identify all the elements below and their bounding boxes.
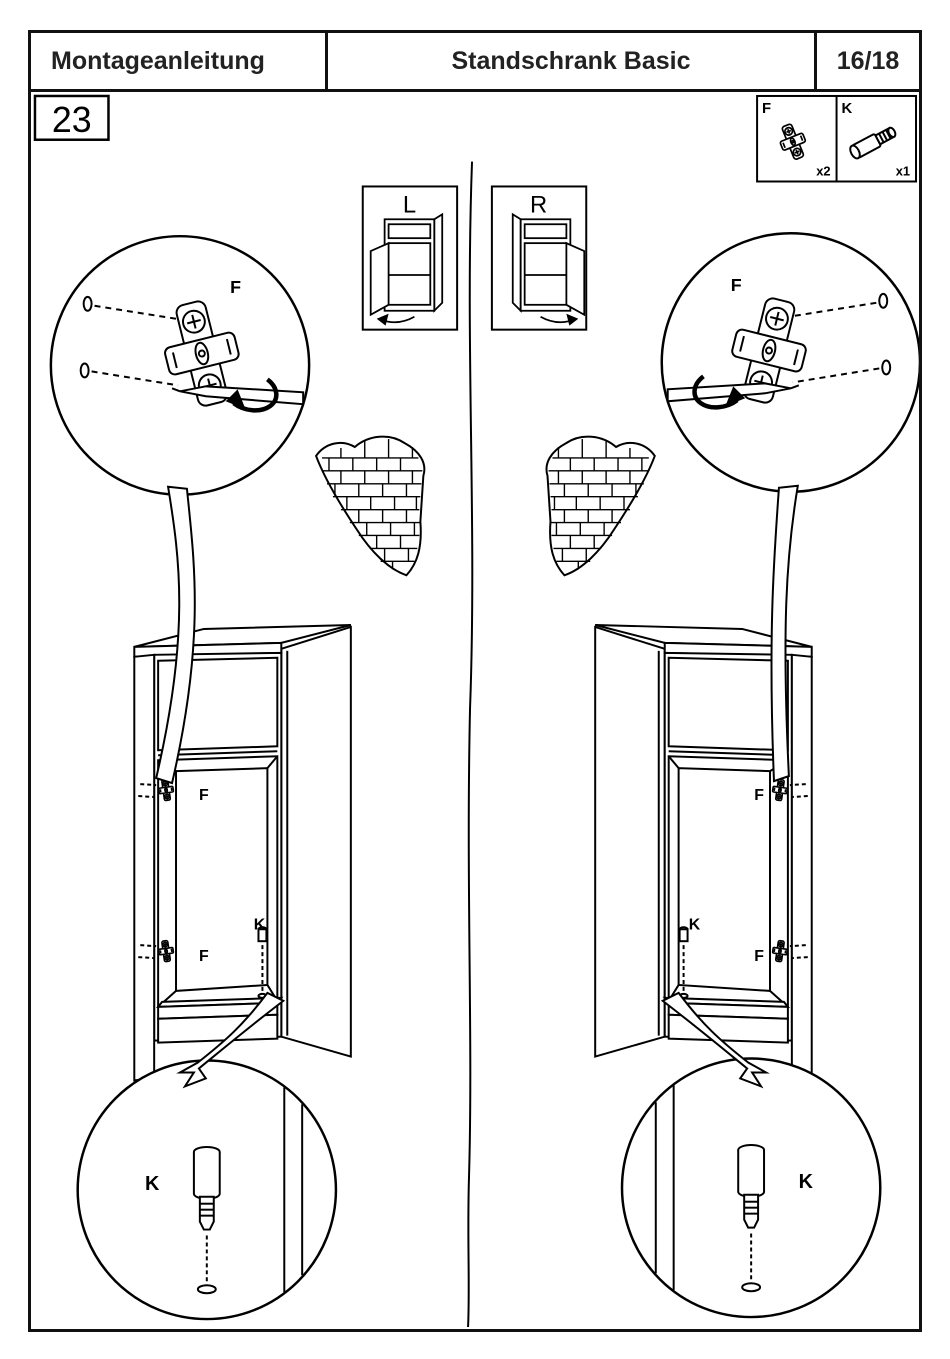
callout-band-top-left <box>154 485 196 785</box>
part-f-qty: x2 <box>816 164 830 179</box>
label-f-hinge-bottom-right: F <box>754 948 764 965</box>
callout-ribbon-bottom-right <box>660 991 770 1089</box>
label-k-detail-right: K <box>799 1171 814 1193</box>
label-f-detail-right: F <box>731 275 742 295</box>
callout-band-top-right <box>770 484 800 783</box>
header: Montageanleitung Standschrank Basic 16/1… <box>31 33 919 92</box>
parts-legend: F x2 K x1 <box>756 94 918 183</box>
page-indicator: 16/18 <box>836 46 900 75</box>
part-k-qty: x1 <box>896 164 910 179</box>
pin-detail-circle-left <box>76 1059 338 1321</box>
center-divider-line <box>467 161 474 1328</box>
variant-right-label: R <box>530 191 547 218</box>
label-f-hinge-top-left: F <box>199 787 209 804</box>
label-k-pin-right: K <box>689 916 701 933</box>
variant-left-label: L <box>403 191 416 218</box>
doc-title: Montageanleitung <box>51 46 265 75</box>
pin-detail-circle-right <box>620 1057 882 1319</box>
step-number-box: 23 <box>33 94 110 141</box>
variant-right-box: R <box>490 185 588 331</box>
wall-bricks-right <box>545 435 656 577</box>
hinge-detail-circle-left <box>51 236 309 495</box>
label-f-detail-left: F <box>230 277 241 297</box>
connector-pin-icon <box>849 126 897 160</box>
label-k-pin-left: K <box>254 916 266 933</box>
product-title: Standschrank Basic <box>325 33 817 89</box>
variant-left-box: L <box>361 185 459 331</box>
manual-page: Montageanleitung Standschrank Basic 16/1… <box>28 30 922 1332</box>
hinge-detail-circle-right <box>662 233 919 492</box>
step-number: 23 <box>52 100 92 140</box>
label-k-detail-left: K <box>145 1173 160 1195</box>
label-f-hinge-bottom-left: F <box>199 948 209 965</box>
assembly-diagram: 23 F x2 K x1 <box>33 94 919 1328</box>
part-f-label: F <box>762 101 771 117</box>
callout-ribbon-bottom-left <box>176 991 286 1089</box>
wall-bricks-left <box>315 435 426 577</box>
part-k-label: K <box>842 101 853 117</box>
label-f-hinge-top-right: F <box>754 787 764 804</box>
cabinet-left <box>134 625 351 1080</box>
